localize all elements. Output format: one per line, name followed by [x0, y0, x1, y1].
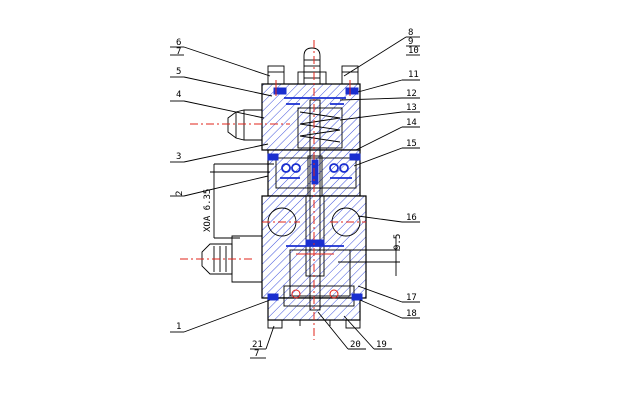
callout-17: 17: [357, 285, 420, 303]
left-lower-fitting: [201, 235, 263, 283]
dimension-stroke: 9.5: [338, 234, 403, 276]
callout-14: 14: [355, 118, 420, 151]
callout-16-label: 16: [406, 213, 417, 223]
centerlines: [180, 40, 366, 340]
callout-15: 15: [353, 139, 420, 167]
callout-1-label: 1: [176, 322, 181, 332]
dimension-stroke-label: 9.5: [393, 234, 403, 250]
callout-15-label: 15: [406, 139, 417, 149]
callout-5-label: 5: [176, 67, 181, 77]
callout-10: 10: [408, 46, 419, 56]
callout-20: 20: [317, 311, 366, 350]
callout-13-label: 13: [406, 103, 417, 113]
callout-8-9-10: 8 9 10: [343, 28, 420, 77]
callout-21: 21: [252, 340, 263, 350]
callout-11: 11: [357, 70, 420, 93]
callout-20-label: 20: [350, 340, 361, 350]
valve-stem: [299, 99, 341, 311]
callout-9: 9: [408, 37, 413, 47]
left-upper-fitting: [227, 109, 263, 141]
top-fitting: [297, 47, 327, 85]
callout-6-7: 6 7: [170, 38, 271, 77]
callout-4: 4: [170, 90, 265, 119]
callout-19: 19: [343, 315, 392, 350]
callout-14-label: 14: [406, 118, 417, 128]
callout-17-label: 17: [406, 293, 417, 303]
callout-3: 3: [170, 143, 269, 163]
callout-4-label: 4: [176, 90, 181, 100]
callout-7b: 7: [254, 349, 259, 359]
callout-21-7: 21 7: [250, 325, 275, 359]
callout-2-label: 2: [175, 191, 185, 196]
callout-7: 7: [176, 47, 181, 57]
callout-1: 1: [170, 299, 271, 333]
dimension-vertical: XOA 6.35: [203, 163, 274, 239]
callout-8: 8: [408, 28, 413, 38]
callout-19-label: 19: [376, 340, 387, 350]
callout-5: 5: [170, 67, 273, 97]
callout-13: 13: [339, 103, 420, 121]
callout-12: 12: [339, 89, 420, 101]
callout-16: 16: [357, 213, 420, 223]
dimension-vertical-label: XOA 6.35: [203, 189, 213, 232]
callout-3-label: 3: [176, 152, 181, 162]
callout-2: 2: [170, 175, 269, 197]
bottom-nuts: [267, 319, 361, 329]
callout-11-label: 11: [408, 70, 419, 80]
seals: [267, 87, 363, 301]
callout-18: 18: [359, 299, 420, 319]
callout-18-label: 18: [406, 309, 417, 319]
callout-12-label: 12: [406, 89, 417, 99]
callout-6: 6: [176, 38, 181, 48]
valve-body: [261, 83, 367, 321]
top-bolts: [267, 65, 359, 85]
